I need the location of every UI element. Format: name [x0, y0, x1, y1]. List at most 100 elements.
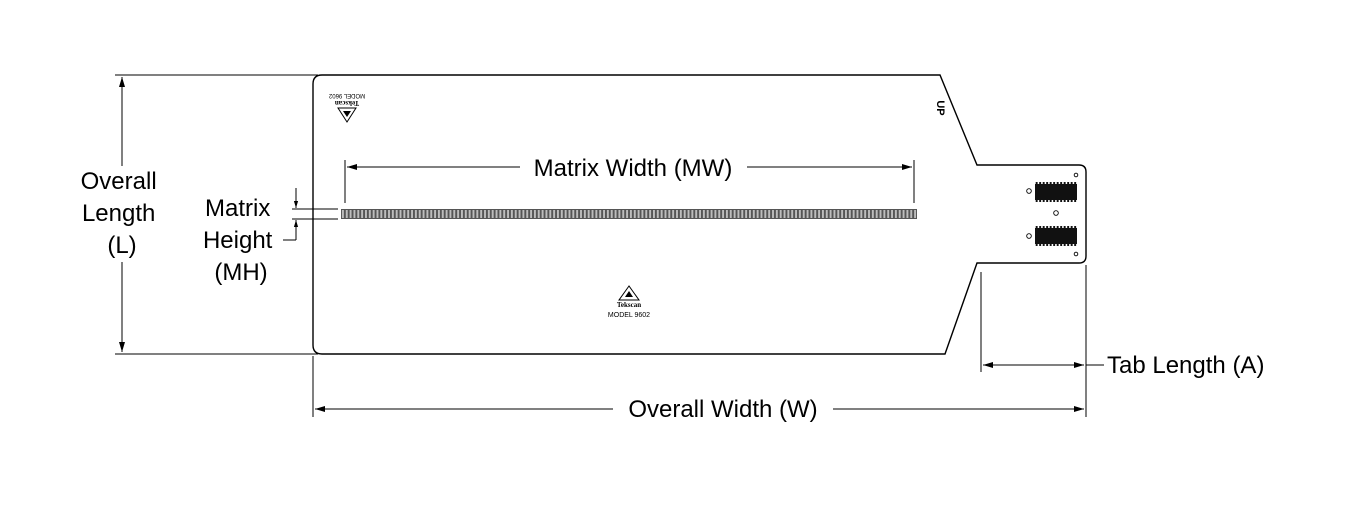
matrix-sensel [868, 210, 870, 218]
matrix-sensel [626, 210, 629, 218]
matrix-sensel [437, 210, 440, 218]
overall-width-dimension: Overall Width (W) [312, 265, 1087, 423]
matrix-sensel [368, 210, 371, 218]
matrix-sensel [860, 210, 863, 218]
connector-pin [1035, 226, 1038, 228]
matrix-sensel [641, 210, 644, 218]
matrix-sensel [353, 210, 356, 218]
connector-pin [1035, 200, 1038, 202]
matrix-sensel [464, 210, 467, 218]
matrix-sensel [749, 210, 751, 218]
connector-pin [1060, 244, 1063, 246]
matrix-sensel [825, 210, 828, 218]
matrix-sensel [691, 210, 694, 218]
matrix-sensel [384, 210, 387, 218]
matrix-sensel [760, 210, 763, 218]
matrix-sensel [495, 210, 498, 218]
matrix-sensel [772, 210, 774, 218]
matrix-sensel [583, 210, 586, 218]
connector-pin [1070, 226, 1073, 228]
connector-pin [1067, 226, 1070, 228]
logo-triangle-icon [618, 285, 640, 301]
matrix-sensel [779, 210, 782, 218]
matrix-sensel [388, 210, 390, 218]
matrix-sensel [783, 210, 786, 218]
matrix-sensel [687, 210, 690, 218]
connector-pin [1053, 226, 1056, 228]
connector-pin [1046, 244, 1049, 246]
matrix-sensel [345, 210, 348, 218]
matrix-sensel [549, 210, 552, 218]
matrix-sensel [533, 210, 536, 218]
matrix-sensel [672, 210, 675, 218]
matrix-sensel [752, 210, 755, 218]
matrix-sensel [580, 210, 582, 218]
model-label-inverted: MODEL 9602 [328, 92, 365, 98]
connector-pin [1056, 226, 1059, 228]
matrix-sensel [395, 210, 398, 218]
matrix-sensel [806, 210, 809, 218]
matrix-strip [341, 209, 917, 219]
matrix-sensel [814, 210, 817, 218]
matrix-sensel [653, 210, 655, 218]
matrix-sensel [679, 210, 682, 218]
matrix-sensel [875, 210, 878, 218]
matrix-sensel [361, 210, 364, 218]
matrix-sensel [664, 210, 667, 218]
up-marker: UP [934, 100, 946, 115]
matrix-sensel [622, 210, 625, 218]
matrix-sensel [541, 210, 544, 218]
matrix-sensel [902, 210, 905, 218]
connector-pin [1053, 200, 1056, 202]
matrix-sensel [856, 210, 859, 218]
connector-pad-upper [1035, 182, 1077, 202]
connector-pin [1035, 182, 1038, 184]
brand-block-inverted: Tekscan MODEL 9602 [328, 92, 365, 123]
tab-hole-icon [1026, 188, 1032, 194]
connector-pin [1042, 182, 1045, 184]
matrix-sensel [852, 210, 855, 218]
overall-length-label: Overall Length (L) [81, 168, 164, 259]
matrix-sensel [472, 210, 475, 218]
tab-hole-icon [1073, 251, 1079, 257]
matrix-sensel [468, 210, 471, 218]
matrix-sensel [434, 210, 437, 218]
matrix-sensel [768, 210, 771, 218]
matrix-sensel [906, 210, 909, 218]
matrix-sensel [910, 210, 913, 218]
matrix-sensel [656, 210, 659, 218]
connector-pin [1074, 244, 1077, 246]
connector-pin [1056, 200, 1059, 202]
model-label: MODEL 9602 [608, 312, 650, 319]
matrix-height-label: Matrix Height (MH) [203, 195, 279, 286]
connector-pad-body [1035, 228, 1077, 244]
matrix-sensel [430, 210, 433, 218]
matrix-sensel [706, 210, 709, 218]
connector-pin [1067, 200, 1070, 202]
matrix-sensel [491, 210, 494, 218]
matrix-sensel [798, 210, 801, 218]
matrix-sensel [676, 210, 678, 218]
matrix-sensel [729, 210, 732, 218]
connector-pin [1039, 200, 1042, 202]
matrix-sensel [349, 210, 352, 218]
matrix-sensel [518, 210, 521, 218]
matrix-sensel [645, 210, 648, 218]
matrix-sensel [629, 210, 632, 218]
connector-pad-lower [1035, 226, 1077, 246]
tab-length-dimension: Tab Length (A) [980, 272, 1264, 379]
matrix-sensel [372, 210, 375, 218]
matrix-sensel [914, 210, 917, 218]
matrix-sensel [487, 210, 490, 218]
overall-width-label: Overall Width (W) [628, 396, 817, 423]
matrix-sensel [699, 210, 701, 218]
matrix-sensel [422, 210, 425, 218]
matrix-sensel [714, 210, 717, 218]
matrix-sensel [376, 210, 379, 218]
connector-pin [1049, 226, 1052, 228]
tab-length-label: Tab Length (A) [1107, 352, 1264, 379]
matrix-sensel [633, 210, 636, 218]
connector-pin [1074, 226, 1077, 228]
matrix-sensel [883, 210, 886, 218]
